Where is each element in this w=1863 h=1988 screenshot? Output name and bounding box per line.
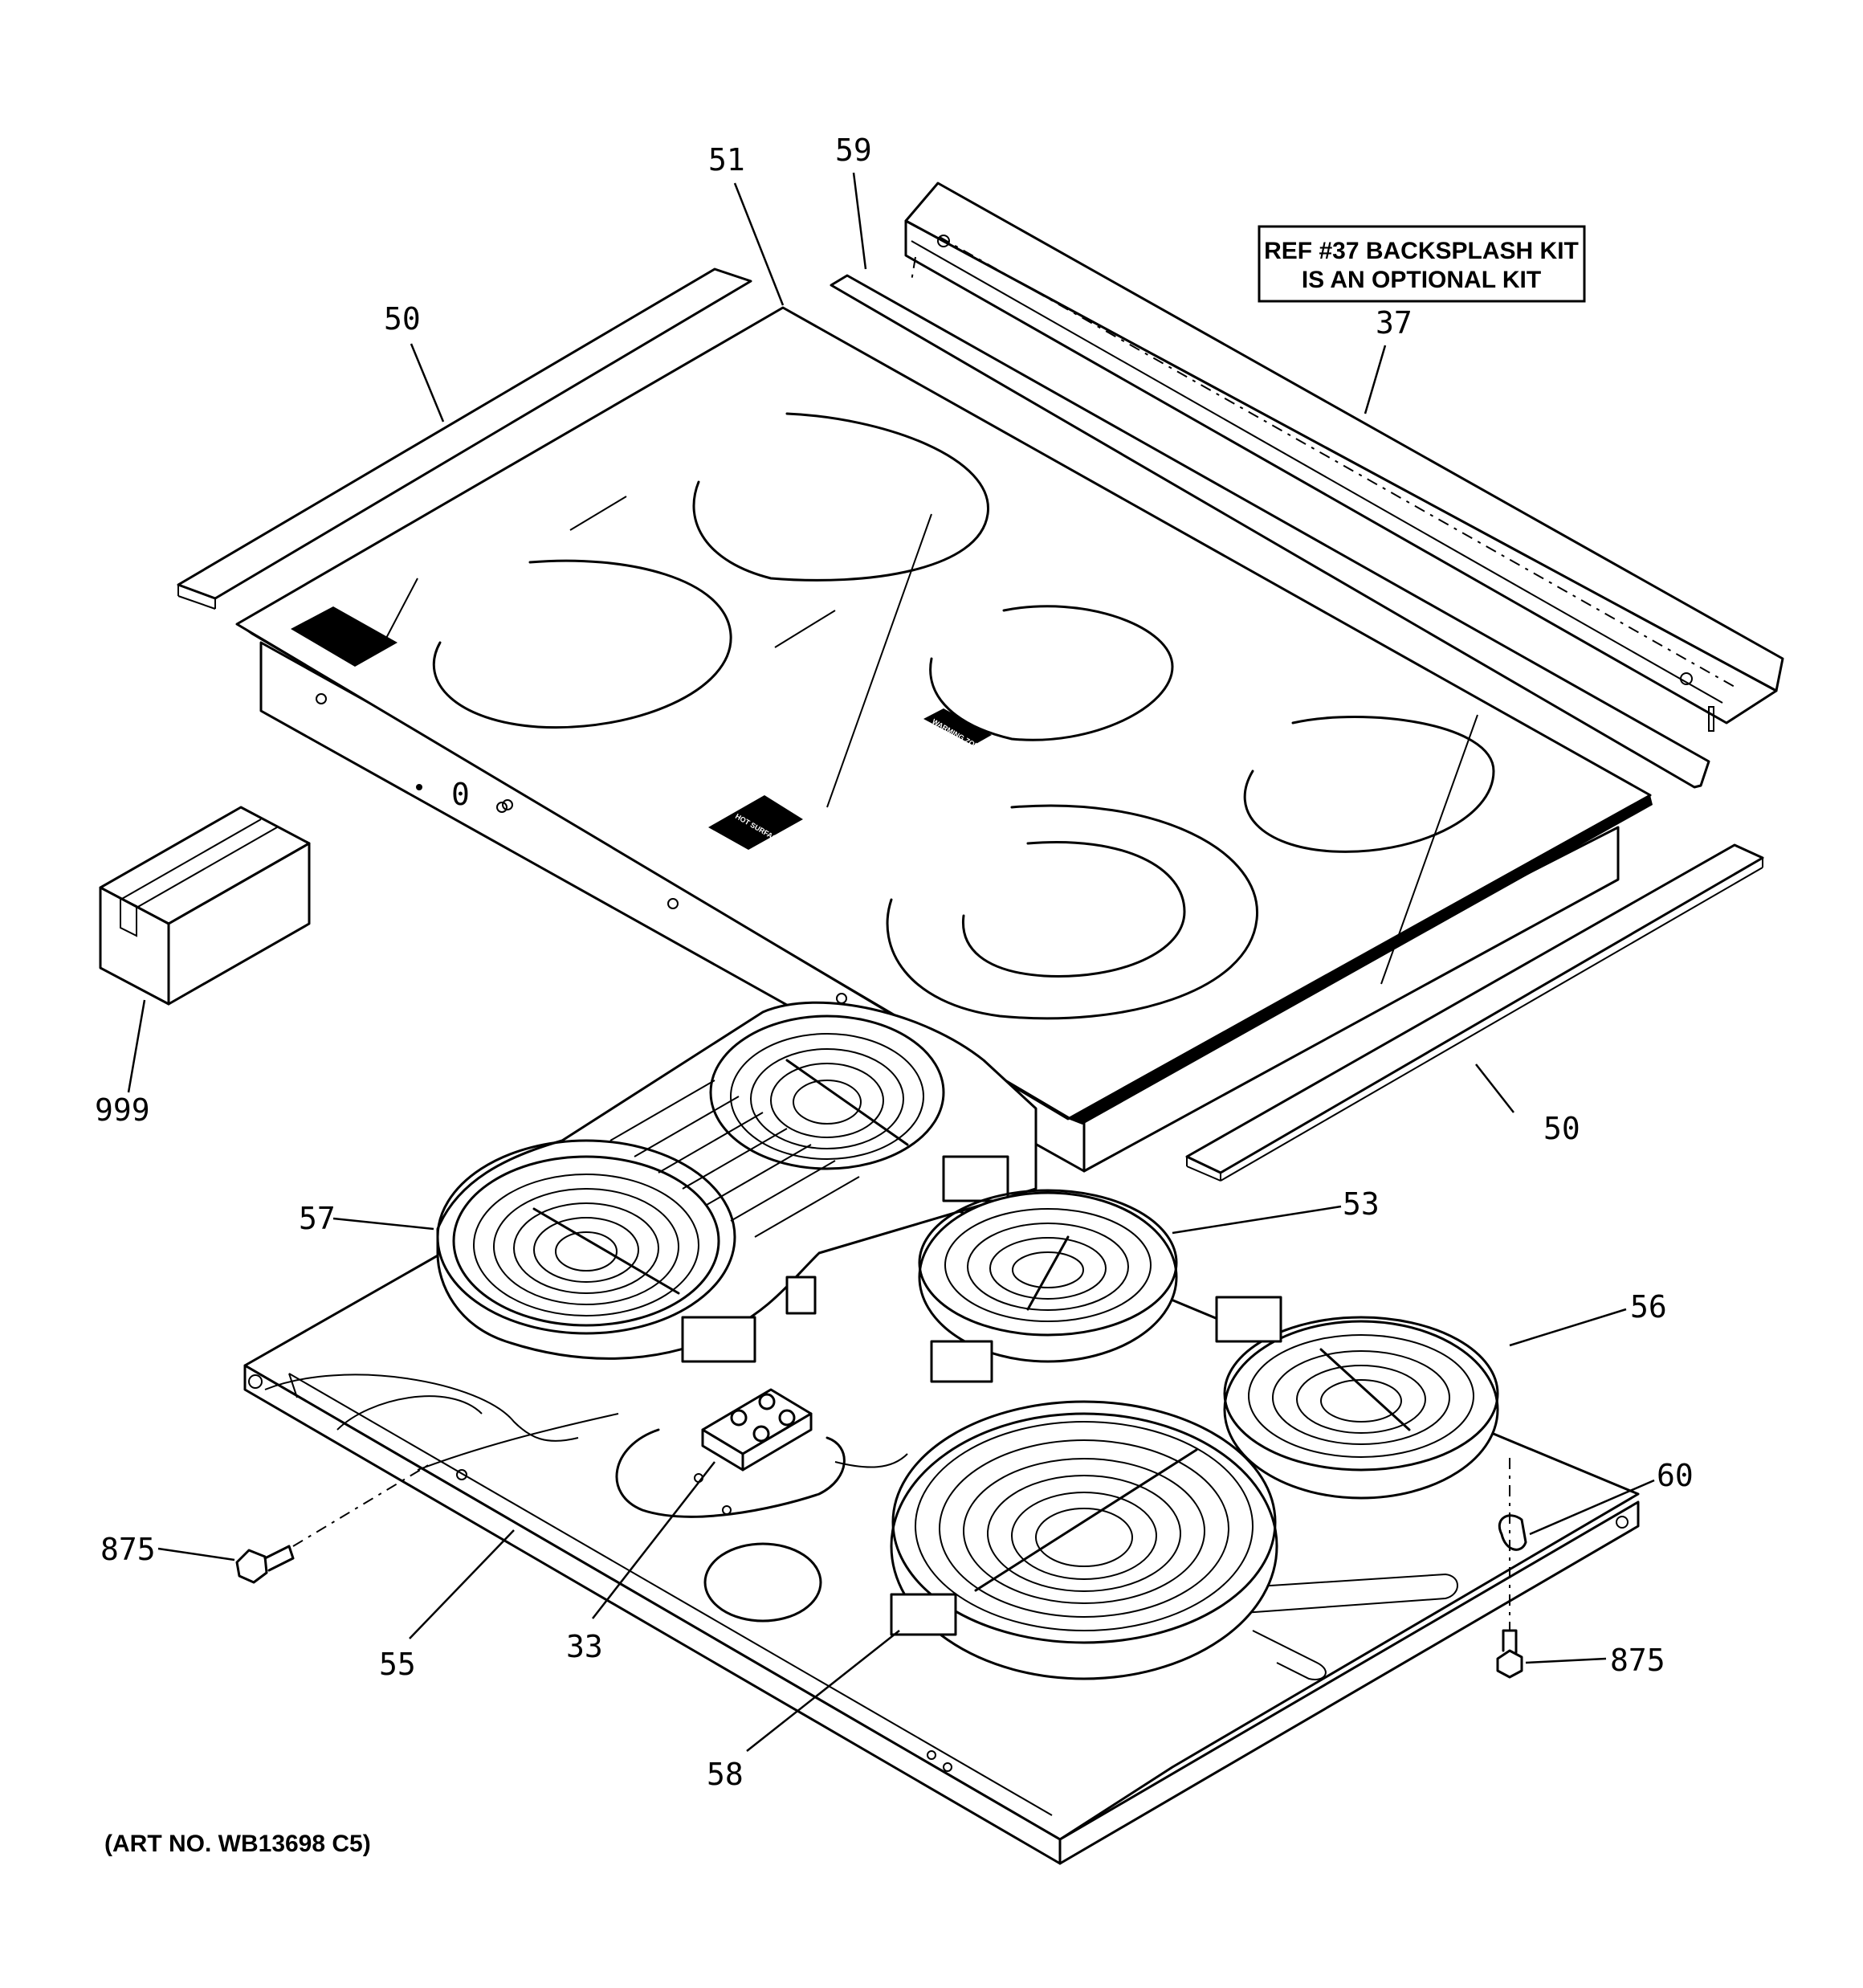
callout-37: 37 (1376, 305, 1413, 341)
callout-33: 33 (566, 1629, 603, 1664)
screw-part-875-left (235, 1545, 295, 1584)
trim-strip-part-59 (830, 274, 1710, 789)
callout-labels: 51 59 37 50 999 50 57 53 56 60 875 875 5… (95, 133, 1694, 1792)
callout-875-left: 875 (100, 1532, 156, 1567)
callout-57: 57 (299, 1201, 336, 1236)
callout-999: 999 (95, 1092, 150, 1128)
terminal-block-part-33 (694, 1388, 813, 1515)
callout-50-bottom: 50 (1543, 1111, 1580, 1146)
backsplash-note: REF #37 BACKSPLASH KIT IS AN OPTIONAL KI… (1258, 225, 1586, 303)
glass-cooktop-part-51: 0 (235, 306, 1653, 1173)
callout-56: 56 (1630, 1289, 1667, 1325)
callout-875-right: 875 (1610, 1643, 1665, 1678)
burner-part-58 (890, 1400, 1278, 1680)
leader-lines (127, 172, 1655, 1752)
callout-53: 53 (1343, 1186, 1380, 1222)
note-line-1: REF #37 BACKSPLASH KIT (1264, 238, 1579, 264)
callout-50-top: 50 (384, 301, 421, 337)
burner-part-56 (1215, 1296, 1499, 1500)
side-trim-part-50-top (177, 267, 752, 610)
note-line-2: IS AN OPTIONAL KIT (1302, 267, 1541, 293)
clip-part-60 (1498, 1514, 1527, 1551)
callout-58: 58 (707, 1757, 744, 1792)
dial-mark: 0 (451, 777, 470, 812)
callout-51: 51 (708, 142, 745, 178)
side-trim-part-50-bottom (1185, 843, 1764, 1182)
box-part-999 (99, 806, 311, 1006)
callout-59: 59 (835, 133, 872, 168)
art-number: (ART NO. WB13698 C5) (104, 1831, 371, 1857)
burner-part-53 (918, 1189, 1178, 1383)
callout-55: 55 (379, 1647, 416, 1682)
screw-part-875-right (1496, 1629, 1523, 1679)
backsplash-part-37 (904, 182, 1784, 732)
burner-tray-part-57 (436, 1001, 1037, 1363)
callout-60: 60 (1657, 1458, 1694, 1493)
